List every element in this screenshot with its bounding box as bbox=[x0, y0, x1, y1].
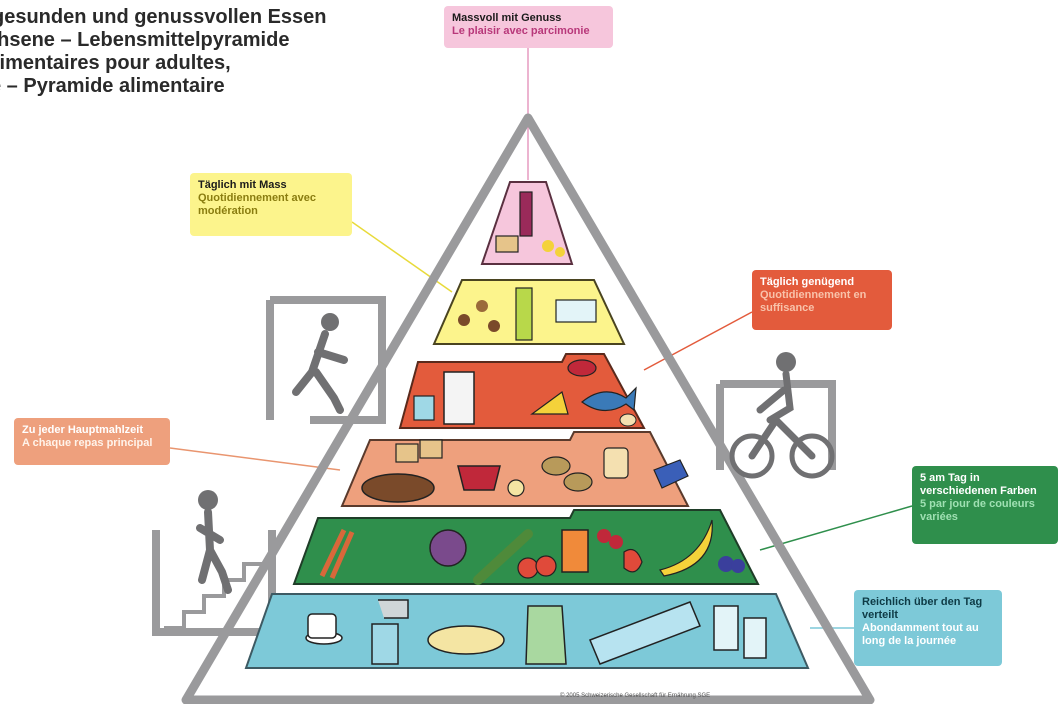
callout-starch-de: Zu jeder Hauptmahlzeit bbox=[22, 424, 144, 436]
stairs-climber-icon bbox=[152, 490, 276, 636]
callout-oil: Täglich mit Mass Quotidiennement avec mo… bbox=[190, 173, 352, 236]
egg-icon bbox=[619, 413, 637, 427]
yogurt-icon bbox=[413, 395, 435, 421]
callout-veg-fr: 5 par jour de couleurs variées bbox=[920, 498, 1035, 523]
meat-icon bbox=[567, 359, 597, 377]
cereal-bowl-icon bbox=[457, 465, 501, 491]
callout-sweets: Massvoll mit Genuss Le plaisir avec parc… bbox=[444, 6, 613, 48]
title-line-4: é – Pyramide alimentaire bbox=[0, 75, 225, 97]
callout-protein-fr: Quotidiennement en suffisance bbox=[760, 289, 867, 314]
milk-carton-icon bbox=[443, 371, 475, 425]
carrots-icon bbox=[319, 528, 355, 579]
water-bottle-icon bbox=[589, 601, 701, 665]
tier-vegetables-fruit bbox=[292, 509, 760, 585]
oil-bottle-icon bbox=[515, 287, 533, 341]
nuts-icon bbox=[458, 300, 500, 332]
fish-icon bbox=[581, 386, 637, 412]
callout-oil-de: Täglich mit Mass bbox=[198, 179, 287, 191]
callout-sweets-fr: Le plaisir avec parcimonie bbox=[452, 25, 590, 37]
rice-package-icon bbox=[653, 459, 689, 489]
callout-veg: 5 am Tag in verschiedenen Farben 5 par j… bbox=[912, 466, 1058, 544]
title-line-2: chsene – Lebensmittelpyramide bbox=[0, 29, 290, 51]
callout-water-fr: Abondamment tout au long de la journée bbox=[862, 622, 979, 647]
coffee-cup-icon bbox=[305, 613, 343, 645]
pyramid-outline bbox=[181, 113, 875, 704]
callout-water: Reichlich über den Tag verteilt Abondamm… bbox=[854, 590, 1002, 666]
title-line-1: gesunden und genussvollen Essen bbox=[0, 6, 327, 28]
pepper-icon bbox=[623, 549, 643, 573]
callout-sweets-de: Massvoll mit Genuss bbox=[452, 12, 562, 24]
leader-line-starch bbox=[169, 447, 341, 471]
wine-bottle-icon bbox=[519, 191, 533, 237]
tier-water bbox=[244, 593, 810, 669]
bread-slices-icon bbox=[603, 447, 629, 479]
tier-sweets bbox=[480, 181, 574, 265]
juice-jar-icon bbox=[561, 529, 589, 573]
cheese-icon bbox=[530, 390, 569, 415]
tier-protein bbox=[398, 353, 646, 429]
potatoes-icon bbox=[541, 456, 593, 492]
soup-bowl-icon bbox=[427, 625, 505, 655]
pasta-icon bbox=[507, 479, 525, 497]
cherries-icon bbox=[597, 529, 623, 549]
butter-box-icon bbox=[555, 299, 597, 323]
cucumber-icon bbox=[473, 529, 533, 585]
cyclist-icon bbox=[716, 352, 836, 479]
leader-line-protein bbox=[643, 311, 753, 371]
callout-veg-de: 5 am Tag in verschiedenen Farben bbox=[920, 472, 1037, 497]
plums-icon bbox=[718, 556, 745, 573]
candy-icon bbox=[542, 240, 565, 257]
page-title: gesunden und genussvollen Essen chsene –… bbox=[0, 6, 400, 98]
callout-protein-de: Täglich genügend bbox=[760, 276, 855, 288]
leader-line-veg bbox=[759, 505, 913, 551]
tier-starch bbox=[340, 431, 690, 507]
tomatoes-icon bbox=[517, 555, 557, 579]
banana-icon bbox=[659, 519, 713, 577]
cabbage-icon bbox=[429, 529, 467, 567]
title-line-3: limentaires pour adultes, bbox=[0, 52, 231, 74]
copyright-notice: © 2005 Schweizerische Gesellschaft für E… bbox=[560, 693, 711, 699]
callout-oil-fr: Quotidiennement avec modération bbox=[198, 192, 316, 217]
tea-pitcher-icon bbox=[525, 605, 567, 665]
water-tap-icon bbox=[371, 599, 409, 665]
bread-icon bbox=[361, 473, 435, 503]
cake-icon bbox=[495, 235, 519, 253]
water-glasses-icon bbox=[713, 605, 767, 659]
running-person-icon bbox=[266, 296, 386, 424]
callout-protein: Täglich genügend Quotidiennement en suff… bbox=[752, 270, 892, 330]
callout-starch-fr: A chaque repas principal bbox=[22, 437, 153, 449]
callout-water-de: Reichlich über den Tag verteilt bbox=[862, 596, 983, 621]
callout-starch: Zu jeder Hauptmahlzeit A chaque repas pr… bbox=[14, 418, 170, 465]
crackers-icon bbox=[395, 439, 443, 463]
tier-oil-fats bbox=[432, 279, 626, 345]
